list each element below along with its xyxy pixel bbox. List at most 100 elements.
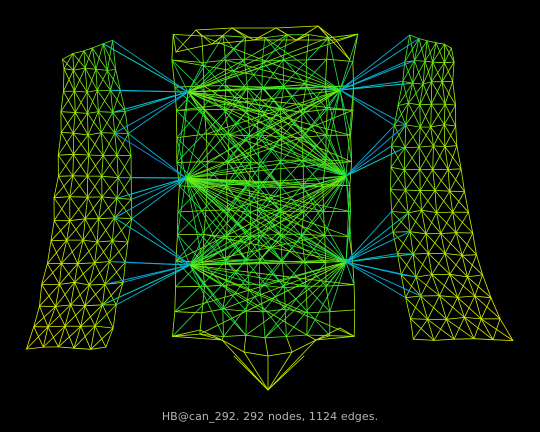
graph-edge	[33, 306, 56, 328]
graph-edge	[66, 220, 71, 241]
graph-edge	[122, 264, 191, 283]
graph-edge	[47, 306, 56, 328]
graph-edge	[345, 85, 355, 177]
graph-edge	[195, 27, 233, 31]
graph-edge	[480, 318, 494, 341]
graph-edge	[326, 58, 354, 62]
graph-edge	[352, 33, 359, 62]
graph-edge	[390, 145, 392, 168]
graph-edge	[335, 33, 359, 41]
graph-edge	[62, 53, 74, 60]
graph-edge	[172, 311, 176, 337]
graph-edge	[101, 154, 118, 177]
graph-edge	[96, 240, 113, 243]
graph-edge	[455, 211, 469, 234]
graph-edge	[345, 261, 407, 299]
graph-edge	[430, 103, 446, 128]
graph-edge	[86, 90, 98, 93]
graph-edge	[409, 231, 414, 255]
graph-edge	[281, 175, 347, 262]
graph-edge	[305, 84, 347, 177]
graph-edge	[425, 212, 437, 235]
graph-edge	[102, 132, 116, 156]
graph-edge	[224, 59, 341, 91]
graph-edge	[404, 38, 420, 63]
graph-edge	[110, 90, 114, 113]
graph-edge	[449, 190, 454, 213]
graph-edge	[187, 35, 224, 93]
graph-edge	[222, 308, 247, 312]
graph-edge	[353, 284, 356, 311]
graph-edge	[82, 218, 99, 241]
graph-edge	[41, 263, 48, 285]
graph-edge	[185, 177, 226, 261]
graph-edge	[25, 326, 35, 350]
graph-edge	[171, 59, 341, 91]
graph-edge	[116, 197, 133, 220]
graph-edge	[400, 253, 414, 276]
graph-edges	[25, 25, 514, 391]
graph-edge	[300, 210, 305, 235]
graph-edge	[444, 103, 457, 106]
graph-edge	[105, 327, 114, 348]
graph-edge	[409, 318, 414, 340]
graph-edge	[189, 264, 307, 287]
graph-edge	[285, 261, 347, 337]
graph-edge	[499, 318, 514, 341]
graph-edge	[403, 169, 406, 191]
graph-edge	[95, 68, 108, 71]
graph-edge	[185, 177, 260, 261]
graph-edge	[449, 273, 459, 298]
graph-edge	[326, 37, 329, 60]
graph-edge	[185, 177, 306, 263]
graph-edge	[112, 217, 115, 242]
graph-edge	[453, 316, 465, 340]
graph-edge	[430, 103, 445, 125]
graph-edge	[419, 103, 432, 106]
graph-edge	[116, 197, 132, 200]
graph-edge	[257, 186, 327, 263]
graph-edge	[443, 103, 446, 125]
graph-edge	[203, 85, 347, 177]
graph-edge	[345, 210, 393, 263]
graph-edge	[412, 318, 429, 340]
graph-edge	[434, 189, 451, 192]
graph-edge	[345, 124, 407, 177]
graph-edge	[222, 35, 226, 61]
graph-edge	[185, 109, 205, 179]
graph-edge	[427, 252, 433, 276]
graph-edge	[455, 232, 463, 256]
graph-edge	[172, 34, 203, 37]
graph-edge	[345, 231, 411, 263]
graph-edge	[189, 234, 205, 266]
graph-edge	[115, 281, 124, 306]
graph-edge	[90, 327, 114, 350]
graph-edge	[329, 309, 356, 313]
graph-edge	[172, 333, 201, 337]
graph-edge	[249, 89, 341, 137]
graph-edge	[353, 309, 356, 337]
graph-edge	[199, 312, 203, 335]
graph-edge	[98, 111, 102, 134]
graph-edge	[405, 104, 421, 126]
graph-edge	[339, 61, 406, 91]
graph-edge	[231, 27, 246, 38]
graph-edge	[73, 67, 86, 71]
graph-edge	[86, 68, 97, 93]
graph-edge	[250, 175, 347, 213]
graph-edge	[449, 273, 468, 278]
graph-edge	[306, 334, 331, 337]
graph-edge	[422, 61, 434, 85]
graph-edge	[69, 196, 86, 220]
graph-edge	[84, 284, 90, 307]
graph-edge	[171, 59, 204, 63]
graph-edge	[339, 89, 407, 126]
graph-edge	[39, 305, 49, 328]
graph-edge	[53, 196, 71, 222]
graph-edge	[397, 253, 402, 276]
graph-edge	[74, 90, 88, 93]
graph-edge	[60, 112, 76, 133]
graph-edge	[249, 135, 252, 163]
graph-edge	[84, 67, 97, 70]
graph-edge	[175, 29, 197, 53]
